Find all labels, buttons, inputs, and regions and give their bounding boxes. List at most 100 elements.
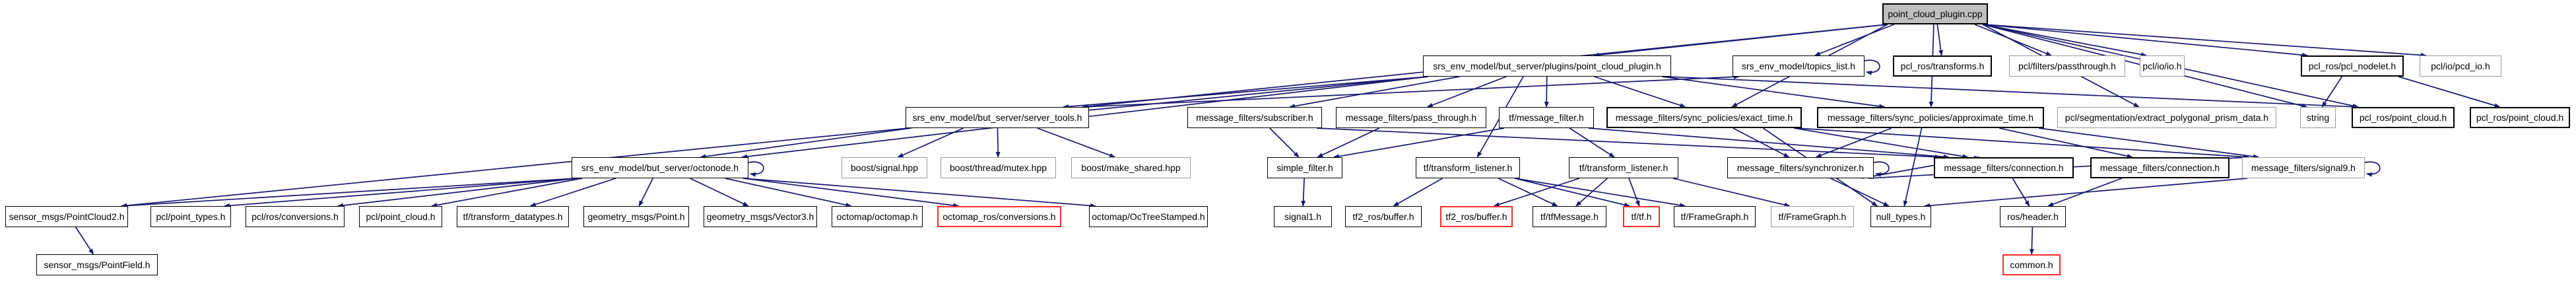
include-edge	[1544, 76, 1549, 108]
graph-node-io: pcl/io/io.h	[2140, 55, 2185, 77]
graph-node-octonode[interactable]: srs_env_model/but_server/octonode.h	[572, 157, 748, 178]
include-edge	[1662, 76, 1886, 109]
graph-node-transforms[interactable]: pcl_ros/transforms.h	[1893, 55, 1992, 77]
include-edge	[1575, 178, 1608, 207]
graph-node-exact[interactable]: message_filters/sync_policies/exact_time…	[1606, 107, 1802, 128]
include-edge	[1594, 76, 1686, 108]
include-edge	[1393, 178, 1443, 207]
include-edge	[1062, 76, 1429, 109]
graph-node-bmutex: boost/thread/mutex.hpp	[941, 157, 1056, 178]
graph-node-topics[interactable]: srs_env_model/topics_list.h	[1733, 55, 1865, 77]
graph-node-pc2[interactable]: sensor_msgs/PointCloud2.h	[5, 206, 128, 227]
graph-node-framegraph1[interactable]: tf/FrameGraph.h	[1674, 206, 1756, 227]
include-edge	[638, 178, 653, 207]
graph-node-common[interactable]: common.h	[2002, 254, 2061, 275]
include-edge	[725, 178, 852, 207]
graph-node-pointfield[interactable]: sensor_msgs/PointField.h	[36, 254, 158, 275]
graph-node-pclpc[interactable]: pcl/point_cloud.h	[359, 206, 442, 227]
include-edge	[1814, 24, 1895, 56]
graph-node-nulltypes[interactable]: null_types.h	[1870, 206, 1931, 227]
graph-node-tflistener2[interactable]: tf/transform_listener.h	[1569, 157, 1678, 178]
graph-node-connection2[interactable]: message_filters/connection.h	[2090, 157, 2229, 178]
include-edge	[1301, 178, 1306, 207]
include-edge	[1936, 24, 1944, 56]
include-edge	[1083, 74, 1740, 108]
include-edge	[1514, 178, 1686, 208]
graph-node-passthru_f[interactable]: message_filters/pass_through.h	[1336, 107, 1486, 128]
graph-node-gpoint[interactable]: geometry_msgs/Point.h	[583, 206, 689, 227]
graph-node-nodelet[interactable]: pcl_ros/pcl_nodelet.h	[2301, 55, 2404, 77]
include-edge	[1982, 24, 2427, 57]
include-edge	[1815, 127, 1892, 158]
include-edge	[2398, 76, 2501, 108]
include-edge	[2012, 178, 2030, 207]
include-edge	[1903, 127, 1923, 207]
graph-node-pclconv[interactable]: pcl/ros/conversions.h	[246, 206, 345, 227]
graph-node-tf2buffer2[interactable]: tf2_ros/buffer.h	[1440, 206, 1513, 227]
include-edge	[2038, 127, 2260, 159]
graph-node-signal1[interactable]: signal1.h	[1274, 206, 1332, 227]
include-edge	[1982, 24, 2147, 57]
include-edge	[1665, 76, 2359, 110]
graph-node-msgfilter[interactable]: tf/message_filter.h	[1499, 107, 1594, 128]
self-include-edge	[748, 161, 764, 177]
graph-node-tflistener1[interactable]: tf/transform_listener.h	[1416, 157, 1520, 178]
include-edge	[743, 178, 1096, 208]
graph-node-signal9: message_filters/signal9.h	[2242, 157, 2365, 178]
graph-node-pcp_h[interactable]: srs_env_model/but_server/plugins/point_c…	[1423, 55, 1671, 77]
include-edge	[1982, 24, 2308, 57]
include-edge	[1999, 127, 2133, 159]
include-edge	[2047, 178, 2123, 207]
graph-node-pclros_pc2[interactable]: pcl_ros/point_cloud.h	[2470, 107, 2570, 128]
include-edge	[1672, 178, 1791, 207]
graph-node-simplefilter[interactable]: simple_filter.h	[1267, 157, 1342, 178]
include-edge	[2029, 227, 2034, 255]
include-edge	[1830, 178, 1890, 207]
include-edge	[700, 127, 911, 159]
include-edge	[529, 178, 616, 207]
graph-node-tfdata[interactable]: tf/transform_datatypes.h	[457, 206, 569, 227]
include-edge	[1498, 178, 1558, 207]
graph-node-octoconv[interactable]: octomap_ros/conversions.h	[937, 206, 1061, 227]
graph-node-rosheader[interactable]: ros/header.h	[2000, 206, 2066, 227]
include-edge	[1588, 127, 1950, 159]
include-edge	[337, 178, 578, 208]
include-edge	[121, 76, 1429, 208]
graph-node-tftf[interactable]: tf/tf.h	[1623, 206, 1660, 227]
graph-node-synchronizer[interactable]: message_filters/synchronizer.h	[1727, 157, 1874, 178]
graph-node-passthrough: pcl/filters/passthrough.h	[2009, 55, 2125, 77]
include-edge	[431, 178, 583, 207]
graph-node-framegraph2: tf/FrameGraph.h	[1771, 206, 1854, 227]
graph-node-root: point_cloud_plugin.cpp	[1882, 3, 1988, 24]
include-edge	[743, 178, 960, 208]
include-edge	[1037, 127, 1116, 158]
include-edge	[995, 127, 1001, 158]
graph-node-tfmessage[interactable]: tf/tfMessage.h	[1533, 206, 1606, 227]
include-edge	[1514, 178, 1630, 207]
graph-node-tf2buffer1[interactable]: tf2_ros/buffer.h	[1345, 206, 1422, 227]
graph-node-pointtypes[interactable]: pcl/point_types.h	[150, 206, 231, 227]
graph-node-string: string	[2300, 107, 2336, 128]
include-edge	[690, 178, 749, 207]
include-edge	[1269, 127, 1300, 158]
self-include-edge	[2364, 161, 2381, 177]
include-edge	[1796, 127, 2249, 159]
self-include-edge	[1864, 59, 1880, 75]
graph-node-gvec[interactable]: geometry_msgs/Vector3.h	[704, 206, 817, 227]
graph-node-pclros_pc1[interactable]: pcl_ros/point_cloud.h	[2352, 107, 2455, 128]
graph-node-servertools[interactable]: srs_env_model/but_server/server_tools.h	[906, 107, 1089, 128]
graph-node-prism: pcl/segmentation/extract_polygonal_prism…	[2057, 107, 2276, 128]
include-edge	[1316, 127, 1941, 160]
graph-node-approx[interactable]: message_filters/sync_policies/approximat…	[1817, 107, 2044, 128]
graph-node-octostamped[interactable]: octomap/OcTreeStamped.h	[1089, 206, 1208, 227]
include-edge	[121, 178, 578, 209]
graph-node-subscriber[interactable]: message_filters/subscriber.h	[1187, 107, 1322, 128]
include-edge	[1628, 178, 1640, 207]
include-edge	[224, 178, 578, 208]
graph-node-octomap[interactable]: octomap/octomap.h	[832, 206, 923, 227]
graph-node-connection1[interactable]: message_filters/connection.h	[1934, 157, 2074, 178]
include-edge	[75, 227, 94, 255]
include-edge	[1794, 127, 1969, 159]
